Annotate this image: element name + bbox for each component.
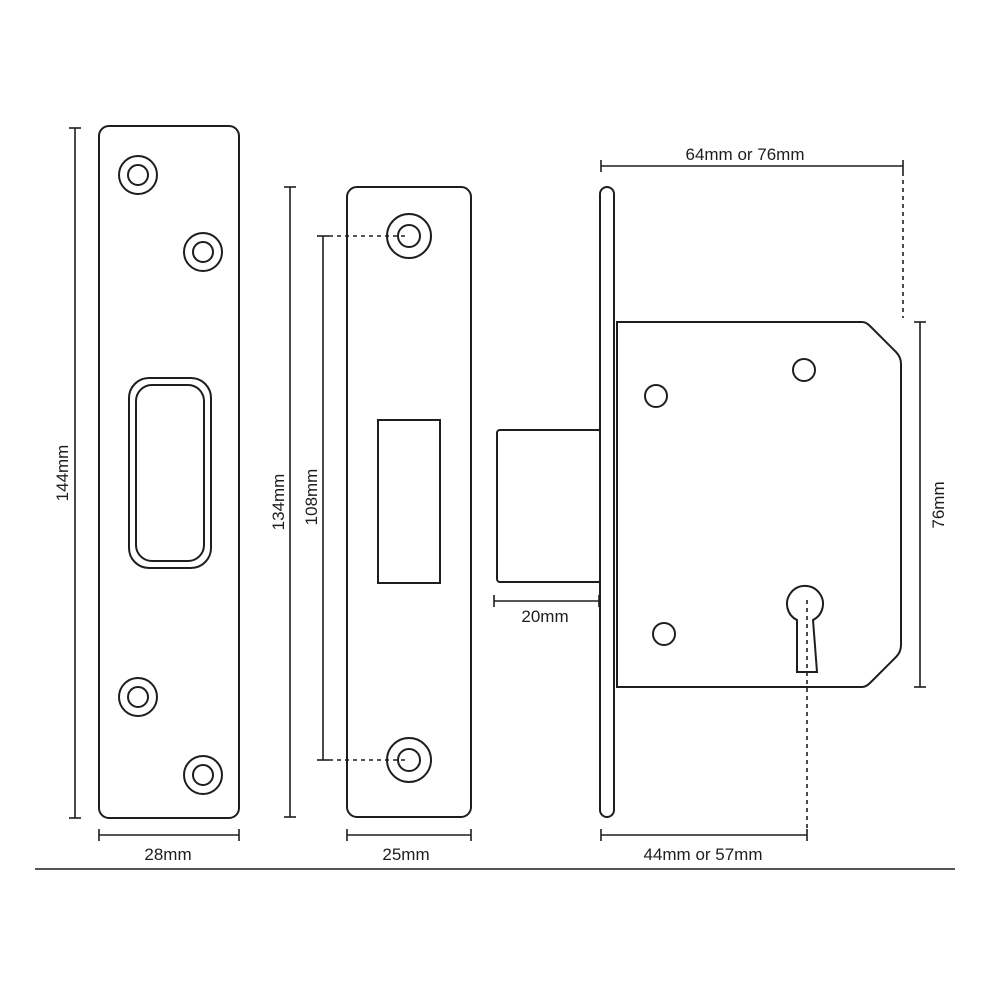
backset-dimension: 44mm or 57mm [600, 600, 808, 864]
strike-height-label: 144mm [53, 445, 72, 502]
lock-case-hole-3 [652, 622, 676, 646]
lock-case-hole-2 [792, 358, 816, 382]
hole-spacing-dimension: 108mm [302, 235, 409, 761]
faceplate-height-label: 134mm [269, 474, 288, 531]
case-height-dimension: 76mm [914, 321, 948, 688]
strike-height-dimension: 144mm [53, 127, 81, 819]
backset-label: 44mm or 57mm [643, 845, 762, 864]
strike-bolt-slot-inner [135, 384, 205, 562]
strike-width-label: 28mm [144, 845, 191, 864]
lock-body [496, 186, 902, 818]
faceplate-body [346, 186, 472, 818]
faceplate-bolt-opening [377, 419, 441, 584]
strike-screw-hole-4 [183, 755, 223, 795]
strike-screw-hole-2 [183, 232, 223, 272]
strike-plate-body [98, 125, 240, 819]
lock-bolt [496, 429, 602, 583]
strike-bolt-slot [128, 377, 212, 569]
bolt-throw-label: 20mm [521, 607, 568, 626]
strike-width-dimension: 28mm [98, 829, 240, 864]
lock-forend [599, 186, 615, 818]
faceplate-width-dimension: 25mm [346, 829, 472, 864]
lock-case [616, 321, 902, 688]
strike-plate [98, 125, 240, 819]
case-width-dimension: 64mm or 76mm [600, 145, 904, 318]
keyhole-icon [786, 584, 824, 673]
case-height-label: 76mm [929, 481, 948, 528]
strike-screw-hole-3 [118, 677, 158, 717]
faceplate-height-dimension: 134mm [269, 186, 296, 818]
strike-screw-hole-1 [118, 155, 158, 195]
hole-spacing-label: 108mm [302, 469, 321, 526]
faceplate [346, 186, 472, 818]
case-width-label: 64mm or 76mm [685, 145, 804, 164]
faceplate-width-label: 25mm [382, 845, 429, 864]
lock-case-hole-1 [644, 384, 668, 408]
bolt-throw-dimension: 20mm [493, 595, 600, 626]
